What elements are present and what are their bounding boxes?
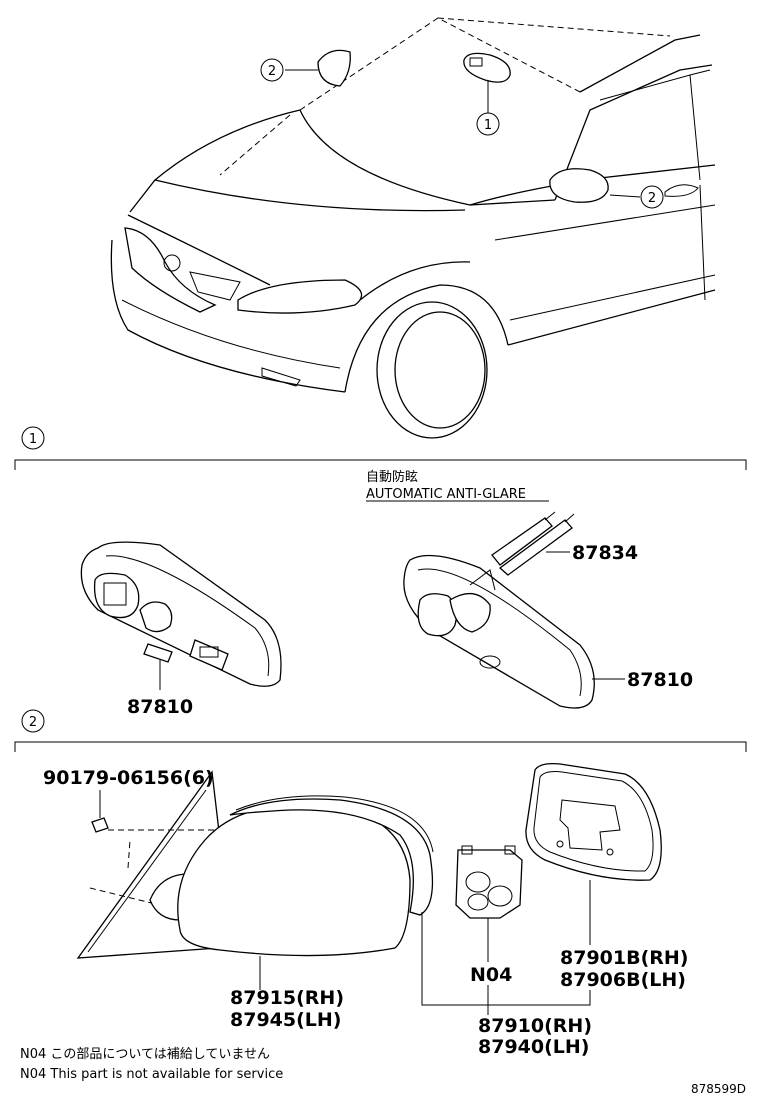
section-1-label: 1 [29, 432, 37, 447]
caption-en: AUTOMATIC ANTI-GLARE [366, 487, 526, 502]
part-87834: 87834 [572, 542, 638, 564]
note-en: N04 This part is not available for servi… [20, 1067, 283, 1082]
section-1-header: 1 [14, 426, 747, 470]
callout-1-label: 1 [484, 118, 492, 133]
caption-jp: 自動防眩 [366, 469, 418, 485]
reference-code: 878599D [691, 1082, 746, 1096]
inner-mirror-left [80, 541, 282, 690]
part-cover-lh: 87945(LH) [230, 1009, 341, 1031]
car-illustration [110, 17, 716, 439]
part-87810-left: 87810 [127, 696, 193, 718]
outer-mirror-assembly [76, 762, 662, 1015]
callout-2-door: 2 [640, 185, 664, 209]
part-87810-right: 87810 [627, 669, 693, 691]
section-2-header: 2 [14, 709, 747, 752]
section-2-label: 2 [29, 715, 37, 730]
part-glass-lh: 87906B(LH) [560, 969, 686, 991]
part-glass-rh: 87901B(RH) [560, 947, 688, 969]
part-cover-rh: 87915(RH) [230, 987, 344, 1009]
part-motor-n04: N04 [470, 964, 512, 986]
callout-2-windshield: 2 [260, 58, 284, 82]
callout-1-inner-mirror: 1 [476, 112, 500, 136]
note-jp: N04 この部品については補給していません [20, 1047, 270, 1062]
callout-2-door-label: 2 [648, 191, 656, 206]
part-assy-rh: 87910(RH) [478, 1015, 592, 1037]
inner-mirror-right [403, 511, 595, 709]
part-assy-lh: 87940(LH) [478, 1036, 589, 1058]
part-bolt: 90179-06156(6) [43, 767, 214, 789]
callout-2-label: 2 [268, 64, 276, 79]
